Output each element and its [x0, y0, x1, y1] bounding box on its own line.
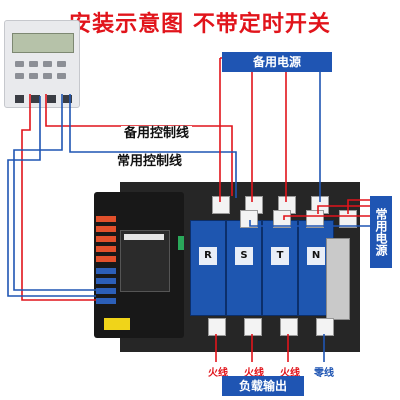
timer-button	[57, 61, 66, 67]
normal-power-wire	[347, 199, 370, 214]
control-terminal-blue	[96, 268, 116, 274]
normal-control-wire	[69, 94, 237, 198]
output-label-l2: 火线	[244, 368, 264, 379]
timer-button	[29, 73, 38, 79]
normal-power-wire	[317, 205, 370, 214]
pole-t: T	[262, 220, 298, 316]
manual-handle	[326, 238, 350, 320]
status-indicator	[178, 236, 184, 250]
output-label-l3: 火线	[280, 368, 300, 379]
controller-nameplate	[124, 234, 164, 240]
input-clip	[212, 196, 230, 214]
timer-button	[57, 73, 66, 79]
output-clip	[244, 318, 262, 336]
normal-control-line-label: 常用控制线	[114, 154, 186, 170]
timer-button	[15, 73, 24, 79]
output-clip	[280, 318, 298, 336]
load-output-label: 负载输出	[222, 376, 304, 396]
warning-label	[104, 318, 130, 330]
pole-letter: R	[199, 247, 217, 265]
timer-terminal	[47, 95, 56, 103]
normal-control-wire	[13, 94, 96, 291]
timer-terminal	[15, 95, 24, 103]
control-terminal-red	[96, 226, 116, 232]
normal-power-wire	[283, 215, 370, 220]
input-clip	[273, 210, 291, 228]
control-terminal-blue	[96, 288, 116, 294]
control-terminal-blue	[96, 278, 116, 284]
timer-button	[29, 61, 38, 67]
pole-letter: N	[307, 247, 325, 265]
timer-switch	[4, 20, 80, 108]
output-clip	[316, 318, 334, 336]
timer-button	[43, 61, 52, 67]
timer-button	[15, 61, 24, 67]
pole-letter: T	[271, 247, 289, 265]
timer-display	[12, 33, 74, 53]
pole-s: S	[226, 220, 262, 316]
control-terminal-red	[96, 246, 116, 252]
normal-power-wire	[249, 220, 370, 227]
backup-power-label: 备用电源	[222, 52, 332, 72]
backup-control-wire	[21, 94, 96, 301]
controller-panel	[120, 230, 170, 292]
diagram-title: 安装示意图 不带定时开关	[69, 12, 331, 37]
control-terminal-red	[96, 236, 116, 242]
timer-terminal	[63, 95, 72, 103]
pole-r: R	[190, 220, 226, 316]
output-label-n: 零线	[314, 368, 334, 379]
output-label-l1: 火线	[208, 368, 228, 379]
timer-button	[43, 73, 52, 79]
normal-control-wire	[7, 96, 96, 297]
output-clip	[208, 318, 226, 336]
control-terminal-blue	[96, 298, 116, 304]
control-terminal-red	[96, 216, 116, 222]
normal-power-label: 常用电源	[370, 196, 392, 268]
input-clip	[240, 210, 258, 228]
input-clip	[306, 210, 324, 228]
timer-terminal	[31, 95, 40, 103]
control-terminal-red	[96, 256, 116, 262]
pole-letter: S	[235, 247, 253, 265]
backup-control-line-label: 备用控制线	[121, 126, 193, 142]
backup-control-wire	[45, 94, 233, 196]
